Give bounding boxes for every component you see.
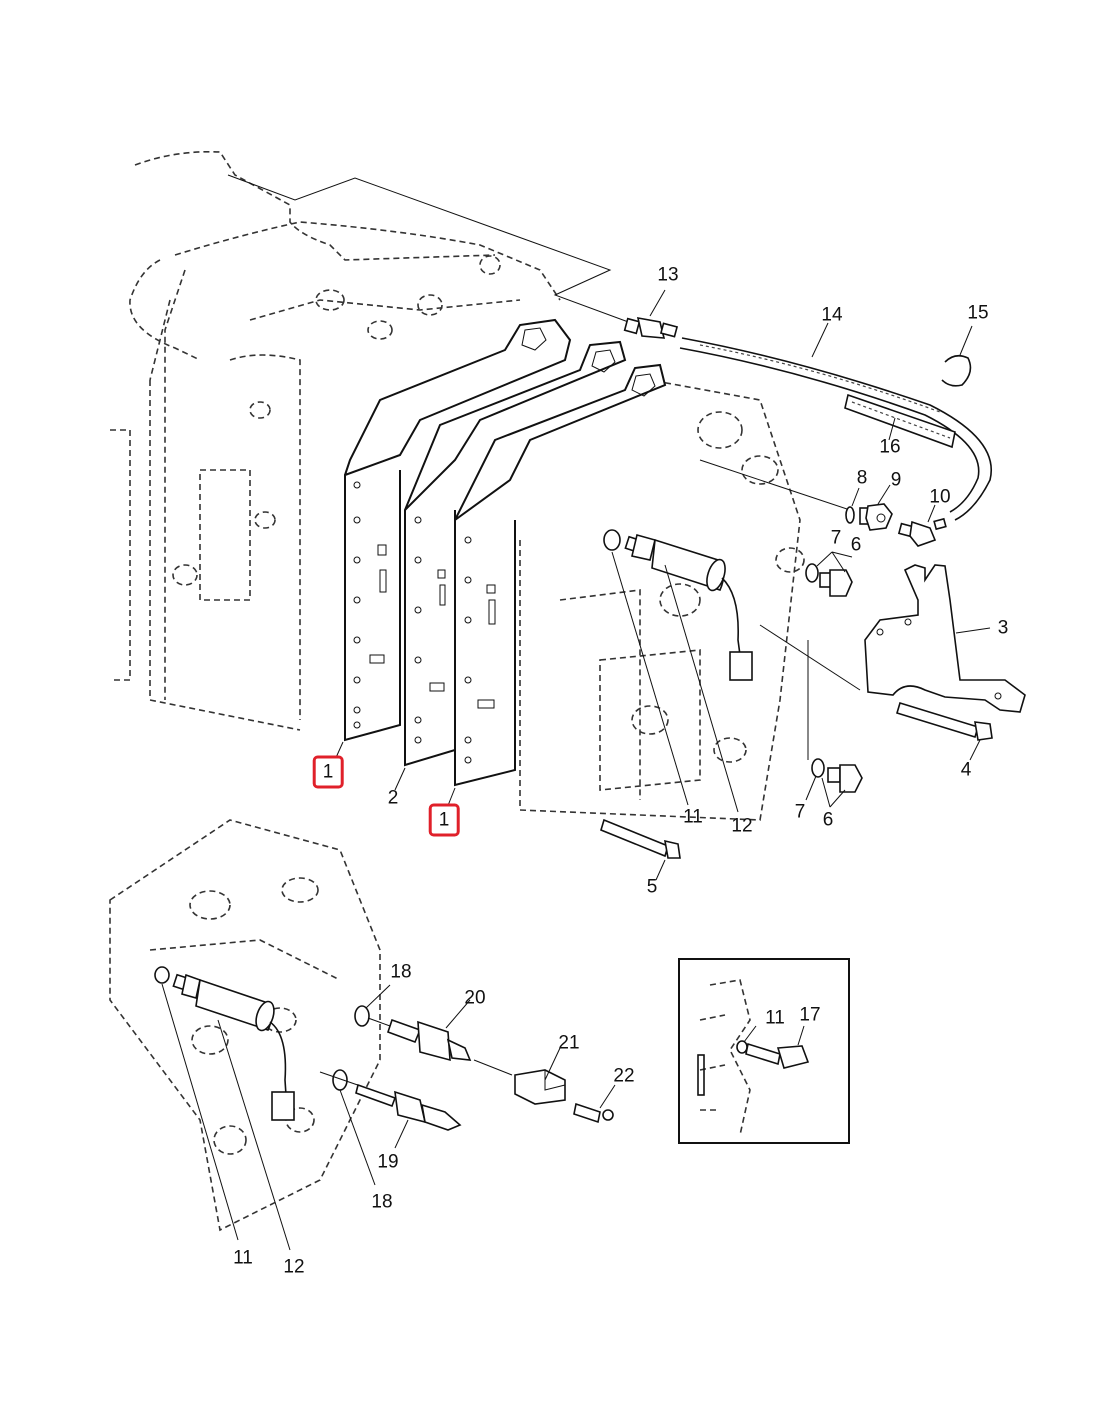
terminal-22 <box>573 1102 614 1124</box>
callout-17[interactable]: 17 <box>799 1004 821 1026</box>
callout-20[interactable]: 20 <box>464 987 486 1009</box>
callout-8[interactable]: 8 <box>856 467 868 489</box>
plate-holes <box>353 327 656 764</box>
callout-18[interactable]: 18 <box>390 961 412 983</box>
washer-8 <box>845 506 855 524</box>
callout-6[interactable]: 6 <box>822 809 834 831</box>
elbow-10 <box>897 517 947 547</box>
washer-7-upper <box>805 563 819 583</box>
bracket-3 <box>864 564 1026 713</box>
callout-5[interactable]: 5 <box>646 876 658 898</box>
callout-11[interactable]: 11 <box>683 806 703 828</box>
callout-15[interactable]: 15 <box>967 302 989 324</box>
lower-valve-body <box>109 819 381 1232</box>
gasket-plate-front <box>344 318 572 742</box>
callout-21[interactable]: 21 <box>558 1032 580 1054</box>
callout-19[interactable]: 19 <box>377 1151 399 1173</box>
pressure-switch-20 <box>386 1018 472 1062</box>
callout-1-highlighted[interactable]: 1 <box>312 755 344 789</box>
connector-13 <box>623 316 679 339</box>
clip-15 <box>941 354 972 387</box>
callout-12[interactable]: 12 <box>731 815 753 837</box>
o-ring-18-lower <box>332 1069 348 1091</box>
callout-6[interactable]: 6 <box>850 534 862 556</box>
callout-7[interactable]: 7 <box>794 801 806 823</box>
adapter-9 <box>859 503 893 531</box>
callout-2[interactable]: 2 <box>387 787 399 809</box>
hose-14 <box>679 337 992 521</box>
callout-4[interactable]: 4 <box>960 759 972 781</box>
sleeve-16 <box>844 393 956 449</box>
o-ring-11-lower <box>154 966 170 984</box>
callout-10[interactable]: 10 <box>929 486 951 508</box>
o-ring-18-upper <box>354 1005 370 1027</box>
callout-7[interactable]: 7 <box>830 527 842 549</box>
connector-housing-21 <box>514 1069 566 1105</box>
plug-6-lower <box>827 764 863 793</box>
sensor-19 <box>355 1083 462 1131</box>
callout-1-highlighted[interactable]: 1 <box>428 803 460 837</box>
callout-11[interactable]: 11 <box>765 1007 785 1029</box>
o-ring-11-inset <box>736 1040 748 1054</box>
gasket-plate-rear <box>454 363 667 787</box>
callout-22[interactable]: 22 <box>613 1065 635 1087</box>
callout-3[interactable]: 3 <box>997 617 1009 639</box>
callout-13[interactable]: 13 <box>657 264 679 286</box>
washer-7-lower <box>811 758 825 778</box>
transmission-housing <box>110 150 561 731</box>
callout-11[interactable]: 11 <box>233 1247 253 1269</box>
callout-16[interactable]: 16 <box>879 436 901 458</box>
plug-17 <box>776 1045 810 1069</box>
callout-9[interactable]: 9 <box>890 469 902 491</box>
bolt-4 <box>896 701 993 741</box>
separator-plate <box>404 340 627 767</box>
valve-body <box>519 379 805 821</box>
solenoid-12-upper <box>624 534 753 681</box>
callout-18[interactable]: 18 <box>371 1191 393 1213</box>
inset-panel <box>678 958 850 1144</box>
plug-6-upper <box>819 569 853 597</box>
bolt-5 <box>600 818 681 859</box>
callout-14[interactable]: 14 <box>821 304 843 326</box>
o-ring-11-upper <box>603 529 621 551</box>
callout-12[interactable]: 12 <box>283 1256 305 1278</box>
inset-drawing <box>697 979 810 1136</box>
solenoid-12-lower <box>172 973 295 1121</box>
